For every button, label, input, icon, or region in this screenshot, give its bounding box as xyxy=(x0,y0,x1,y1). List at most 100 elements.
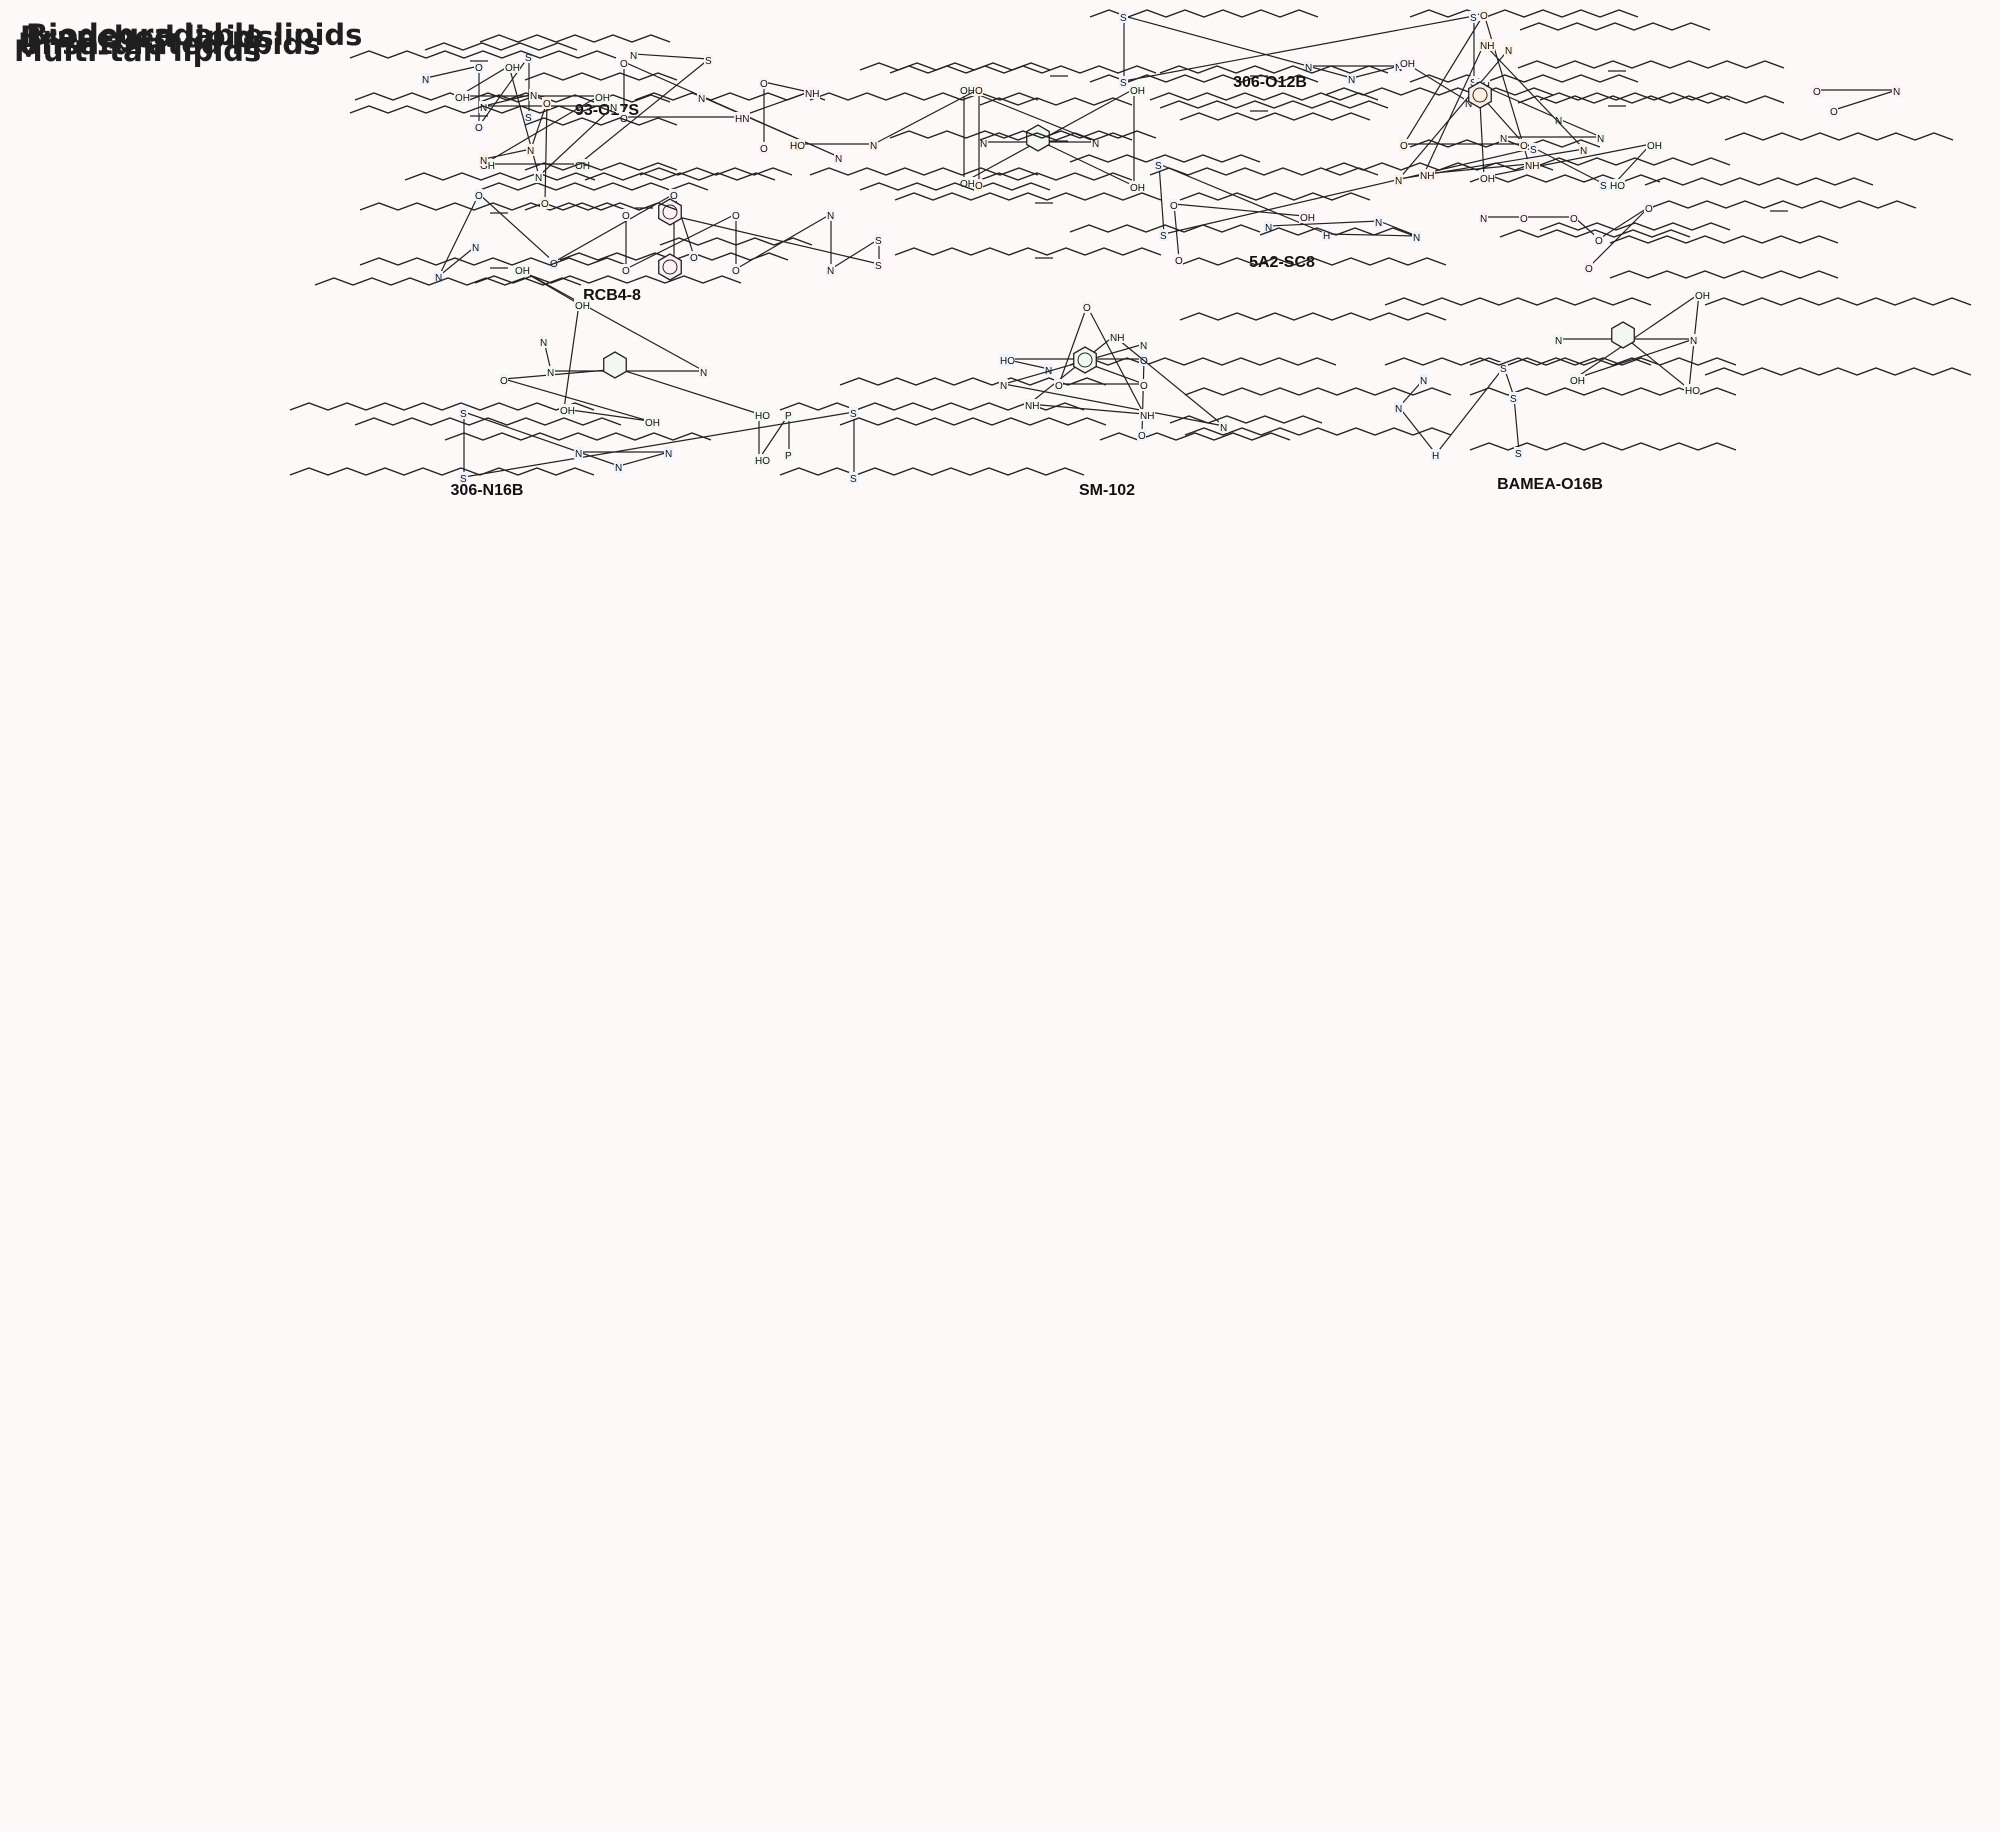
aromatic-circle xyxy=(662,259,678,275)
atom-label: OH xyxy=(560,406,575,417)
atom-label: OH xyxy=(1130,86,1145,97)
alkyl-chain xyxy=(359,257,627,266)
alkyl-chain xyxy=(1384,357,1652,366)
atom-label-bg xyxy=(1129,84,1145,96)
backbone-bond xyxy=(1558,118,1602,138)
atom-label-bg xyxy=(784,409,793,421)
atom-label: O xyxy=(690,253,698,264)
atom-label: N xyxy=(1092,139,1099,150)
atom-label-bg xyxy=(1431,449,1440,461)
backbone-bond xyxy=(1123,15,1475,82)
atom-label: P xyxy=(785,411,792,422)
atom-label: O xyxy=(1055,381,1063,392)
atom-label-bg xyxy=(1599,179,1608,191)
atom-label-bg xyxy=(1394,402,1403,414)
backbone-bond xyxy=(1123,15,1353,79)
atom-label: O xyxy=(1570,214,1578,225)
atom-label-bg xyxy=(534,171,543,183)
atom-label: N xyxy=(575,449,582,460)
atom-label: S xyxy=(525,53,532,64)
atom-label: S xyxy=(525,113,532,124)
atom-label-bg xyxy=(454,91,470,103)
atom-label: O xyxy=(475,191,483,202)
aromatic-circle xyxy=(1472,87,1488,103)
alkyl-chain xyxy=(1159,65,1389,74)
atom-label-bg xyxy=(1464,97,1473,109)
atom-label-bg xyxy=(1139,339,1148,351)
atom-label: O xyxy=(760,144,768,155)
atom-label-bg xyxy=(644,416,660,428)
alkyl-chain xyxy=(894,192,1162,201)
atom-label: N xyxy=(1000,381,1007,392)
atom-label-bg xyxy=(524,51,533,63)
alkyl-chain xyxy=(1724,132,1954,141)
lipid-name-label: 306-O12B xyxy=(1233,74,1307,91)
atom-label: S xyxy=(1155,161,1162,172)
atom-label: OH xyxy=(515,266,530,277)
backbone-bond xyxy=(438,245,477,277)
atom-label: O xyxy=(732,266,740,277)
atom-label: N xyxy=(480,156,487,167)
atom-label: N xyxy=(1480,214,1487,225)
atom-label: OH xyxy=(1570,376,1585,387)
atom-label-bg xyxy=(621,209,630,221)
atom-label: N xyxy=(1690,336,1697,347)
lipid-name-label: 306-N16B xyxy=(450,482,524,499)
alkyl-chain xyxy=(314,277,582,286)
atom-label-bg xyxy=(1812,85,1821,97)
atom-label: NH xyxy=(1140,411,1154,422)
backbone-bond xyxy=(1403,13,1485,145)
alkyl-chain xyxy=(1184,387,1452,396)
atom-label: N xyxy=(630,51,637,62)
atom-label: O xyxy=(975,181,983,192)
lipid-name-label: RCB4-8 xyxy=(583,287,641,304)
atom-label-bg xyxy=(1174,254,1183,266)
atom-label-bg xyxy=(499,374,508,386)
alkyl-chain xyxy=(1409,9,1639,18)
alkyl-chain xyxy=(1324,162,1554,171)
atom-label: HO xyxy=(790,141,805,152)
atom-label: S xyxy=(1500,364,1507,375)
alkyl-chain xyxy=(479,34,671,43)
atom-label-bg xyxy=(529,89,538,101)
atom-label: O xyxy=(475,123,483,134)
atom-label-bg xyxy=(434,271,443,283)
atom-label-bg xyxy=(539,336,548,348)
alkyl-chain xyxy=(1649,200,1917,209)
atom-label-bg xyxy=(559,404,575,416)
atom-label: N xyxy=(1555,336,1562,347)
atom-label: OH xyxy=(645,418,660,429)
atom-label-bg xyxy=(1129,181,1145,193)
atom-label: O xyxy=(500,376,508,387)
atom-label: N xyxy=(480,103,487,114)
atom-label-bg xyxy=(1829,105,1838,117)
alkyl-chain xyxy=(584,172,776,181)
atom-label-bg xyxy=(526,144,535,156)
atom-label-bg xyxy=(1394,61,1403,73)
backbone-bond xyxy=(1041,141,1135,187)
atom-label: O xyxy=(1140,381,1148,392)
atom-label-bg xyxy=(474,189,483,201)
atom-label: NH xyxy=(1025,401,1039,412)
backbone-bond xyxy=(425,65,480,79)
atom-label-bg xyxy=(849,472,858,484)
atom-label-bg xyxy=(594,91,610,103)
atom-label-bg xyxy=(1684,384,1700,396)
atom-label-bg xyxy=(1479,172,1495,184)
atom-label-bg xyxy=(869,139,878,151)
alkyl-chain xyxy=(474,275,742,284)
atom-label: NH xyxy=(1420,171,1434,182)
atom-label-bg xyxy=(999,354,1015,366)
atom-label-bg xyxy=(471,241,480,253)
alkyl-chain xyxy=(1179,312,1447,321)
backbone-bond xyxy=(478,55,530,127)
alkyl-chain xyxy=(424,42,578,51)
atom-label: N xyxy=(535,173,542,184)
atom-label-bg xyxy=(731,264,740,276)
atom-label-bg xyxy=(759,142,768,154)
